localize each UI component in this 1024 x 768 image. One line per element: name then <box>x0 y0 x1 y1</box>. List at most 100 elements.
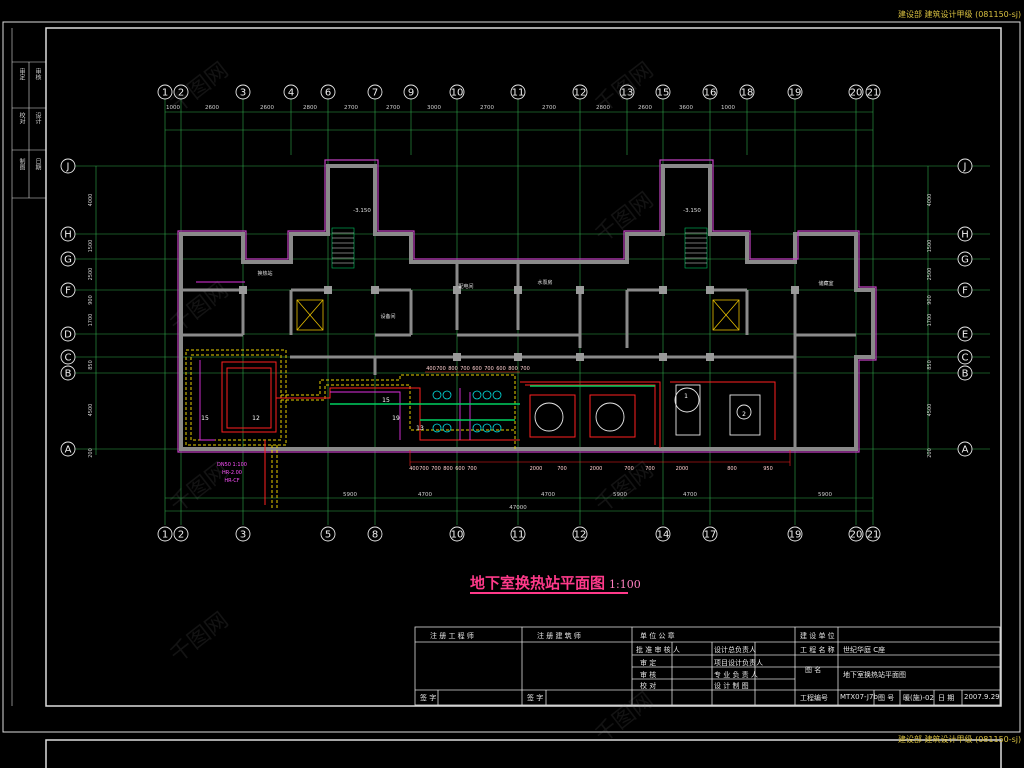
axis-bubble-left: H <box>60 226 76 242</box>
top-dim-text: 2700 <box>344 105 358 111</box>
strip-cell: 日期 <box>34 158 41 170</box>
bottom-dim-text: 5900 <box>613 492 627 498</box>
room-label: 储藏室 <box>818 280 833 287</box>
tb-cell: 批 准 审 核 人 <box>636 646 680 654</box>
top-dim-text: 2800 <box>596 105 610 111</box>
elevator-left <box>296 299 324 331</box>
svg-text:17: 17 <box>704 530 717 541</box>
axis-bubble-top: 12 <box>572 84 588 100</box>
strip-cell: 制图 <box>18 158 25 170</box>
axis-bubble-left: G <box>60 251 76 267</box>
equipment-dim-top: 400 <box>426 366 436 372</box>
right-dim-text: 4500 <box>927 404 933 417</box>
svg-text:C: C <box>962 353 969 364</box>
equipment-tag: 13 <box>416 425 424 432</box>
axis-bubble-right: A <box>957 441 973 457</box>
axis-bubble-bottom: 17 <box>702 526 718 542</box>
svg-text:11: 11 <box>512 88 525 99</box>
yellow-ducts <box>185 349 516 510</box>
axis-bubble-left: C <box>60 349 76 365</box>
svg-text:10: 10 <box>451 88 464 99</box>
bottom-dim-text: 4700 <box>541 492 555 498</box>
svg-text:G: G <box>64 255 72 266</box>
equipment-dim-bottom: 700 <box>467 466 477 472</box>
equipment-tag: 19 <box>392 415 400 422</box>
equipment-dim-bottom: 700 <box>431 466 441 472</box>
axis-bubble-left: D <box>60 326 76 342</box>
svg-text:F: F <box>65 286 71 297</box>
axis-bubble-top: 1 <box>157 84 173 100</box>
left-dim-text: 1500 <box>88 240 94 253</box>
magenta-pipes <box>196 281 471 441</box>
bottom-dim-text: 5900 <box>818 492 832 498</box>
bottom-dim-text: 4700 <box>418 492 432 498</box>
svg-text:19: 19 <box>789 530 802 541</box>
tb-col-header: 注 册 工 程 师 <box>430 632 474 640</box>
axis-bubble-top: 7 <box>367 84 383 100</box>
bottom-dim-text: 5900 <box>343 492 357 498</box>
axis-bubble-bottom: 21 <box>865 526 881 542</box>
svg-text:4: 4 <box>288 88 294 99</box>
red-pipes <box>221 361 776 505</box>
tb-drawing-name: 地下室换热站平面图 <box>843 671 906 679</box>
axis-bubble-bottom: 12 <box>572 526 588 542</box>
tb-cell: 审 核 <box>640 671 657 679</box>
tb-project-no: MTX07-J7b <box>840 693 878 701</box>
svg-text:1: 1 <box>162 530 168 541</box>
svg-text:J: J <box>66 162 70 173</box>
structural-columns <box>239 286 799 361</box>
top-dim-text: 2600 <box>638 105 652 111</box>
axis-bubble-left: B <box>60 365 76 381</box>
equipment-dim-bottom: 700 <box>419 466 429 472</box>
svg-text:8: 8 <box>372 530 378 541</box>
equipment-dim-top: 800 <box>448 366 458 372</box>
svg-text:13: 13 <box>621 88 634 99</box>
axis-bubble-right: G <box>957 251 973 267</box>
axis-bubble-bottom: 19 <box>787 526 803 542</box>
top-dim-text: 3600 <box>679 105 693 111</box>
svg-text:21: 21 <box>867 88 880 99</box>
room-label: 设备间 <box>380 313 395 320</box>
axis-bubble-top: 19 <box>787 84 803 100</box>
axis-bubble-right: H <box>957 226 973 242</box>
strip-cell: 设计 <box>34 112 41 124</box>
axis-bubble-bottom: 14 <box>655 526 671 542</box>
tb-cell: 设计总负责人 <box>714 646 756 654</box>
left-dim-text: 200 <box>88 448 94 458</box>
left-dim-text: 900 <box>88 295 94 305</box>
axis-bubble-top: 13 <box>619 84 635 100</box>
svg-text:D: D <box>64 330 72 341</box>
axis-bubble-top: 20 <box>848 84 864 100</box>
svg-text:1: 1 <box>162 88 168 99</box>
top-dim-text: 2600 <box>205 105 219 111</box>
tb-cell: 校 对 <box>640 682 657 690</box>
svg-text:F: F <box>962 286 968 297</box>
svg-text:9: 9 <box>408 88 414 99</box>
equipment-tag: 2 <box>742 411 746 418</box>
tb-cell: 工 程 名 称 <box>800 646 835 654</box>
svg-text:3: 3 <box>240 530 246 541</box>
svg-text:3: 3 <box>240 88 246 99</box>
axis-bubble-left: J <box>60 158 76 174</box>
top-dim-text: 2700 <box>542 105 556 111</box>
svg-text:16: 16 <box>704 88 717 99</box>
axis-bubble-bottom: 11 <box>510 526 526 542</box>
left-dim-text: 2500 <box>88 268 94 281</box>
svg-text:5: 5 <box>325 530 331 541</box>
axis-bubble-right: B <box>957 365 973 381</box>
svg-text:20: 20 <box>850 530 863 541</box>
tb-sign: 签 字 <box>420 694 437 702</box>
right-dim-text: 900 <box>927 295 933 305</box>
axis-bubble-bottom: 8 <box>367 526 383 542</box>
pumps <box>432 390 502 433</box>
equipment-dim-bottom: 400 <box>409 466 419 472</box>
equipment-tag: 1 <box>684 393 688 400</box>
svg-text:H: H <box>961 230 969 241</box>
title-underline <box>470 592 628 594</box>
top-dim-text: 2600 <box>260 105 274 111</box>
right-dim-text: 200 <box>927 448 933 458</box>
equipment-dim-bottom: 800 <box>727 466 737 472</box>
tb-cell: 工程编号 <box>800 694 828 702</box>
